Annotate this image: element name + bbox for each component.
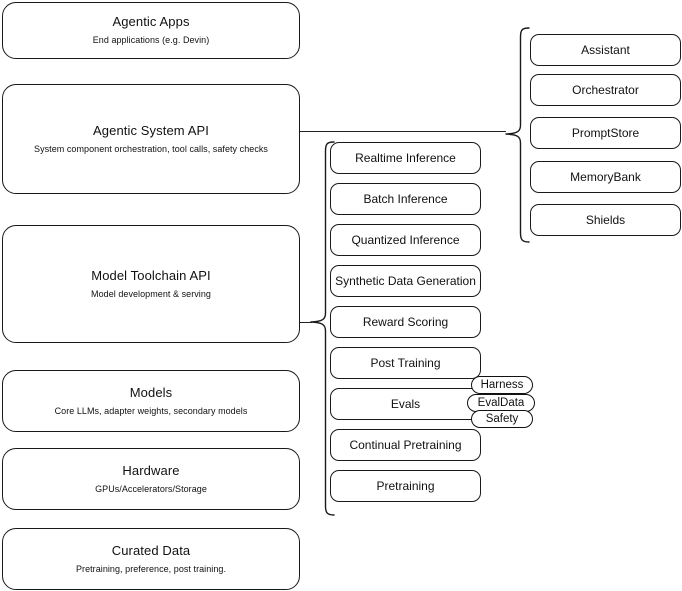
component-box-memorybank[interactable]: MemoryBank: [530, 161, 681, 193]
layer-subtitle: Pretraining, preference, post training.: [75, 563, 227, 574]
layer-title: Agentic System API: [93, 122, 209, 138]
component-label: Reward Scoring: [362, 315, 449, 329]
component-label: Evals: [390, 397, 421, 411]
component-label: Orchestrator: [572, 83, 639, 97]
component-box-evals[interactable]: Evals: [330, 388, 481, 420]
layer-box-hardware[interactable]: Hardware GPUs/Accelerators/Storage: [2, 448, 300, 510]
component-label: Assistant: [581, 43, 630, 57]
badge-harness[interactable]: Harness: [471, 376, 533, 394]
layer-box-agentic-system-api[interactable]: Agentic System API System component orch…: [2, 84, 300, 194]
component-box-quantized-inference[interactable]: Quantized Inference: [330, 224, 481, 256]
layer-title: Hardware: [122, 462, 180, 478]
component-box-orchestrator[interactable]: Orchestrator: [530, 74, 681, 106]
layer-box-agentic-apps[interactable]: Agentic Apps End applications (e.g. Devi…: [2, 2, 300, 59]
layer-subtitle: GPUs/Accelerators/Storage: [95, 483, 207, 494]
layer-subtitle: System component orchestration, tool cal…: [34, 143, 268, 154]
connector-system-api-to-components: [300, 131, 506, 132]
component-label: MemoryBank: [570, 170, 641, 184]
component-box-batch-inference[interactable]: Batch Inference: [330, 183, 481, 215]
component-box-reward-scoring[interactable]: Reward Scoring: [330, 306, 481, 338]
layer-subtitle: End applications (e.g. Devin): [92, 35, 210, 45]
component-label: Synthetic Data Generation: [335, 274, 476, 288]
component-label: Quantized Inference: [351, 233, 460, 247]
component-box-realtime-inference[interactable]: Realtime Inference: [330, 142, 481, 174]
badge-safety[interactable]: Safety: [471, 410, 533, 428]
component-label: Continual Pretraining: [349, 438, 462, 452]
layer-title: Model Toolchain API: [91, 267, 211, 283]
component-box-promptstore[interactable]: PromptStore: [530, 117, 681, 149]
component-label: Shields: [585, 213, 626, 227]
component-label: Pretraining: [376, 479, 435, 493]
component-label: Realtime Inference: [355, 151, 456, 165]
connector-toolchain-to-components: [300, 322, 312, 323]
component-label: PromptStore: [571, 126, 640, 140]
brace-toolchain-components: [310, 141, 336, 516]
component-box-assistant[interactable]: Assistant: [530, 34, 681, 66]
layer-box-models[interactable]: Models Core LLMs, adapter weights, secon…: [2, 370, 300, 432]
layer-title: Models: [129, 384, 173, 400]
layer-box-model-toolchain-api[interactable]: Model Toolchain API Model development & …: [2, 225, 300, 343]
brace-system-components: [505, 27, 531, 243]
component-box-continual-pretraining[interactable]: Continual Pretraining: [330, 429, 481, 461]
layer-title: Curated Data: [111, 542, 191, 558]
layer-title: Agentic Apps: [112, 14, 190, 29]
layer-subtitle: Model development & serving: [91, 288, 211, 299]
component-box-pretraining[interactable]: Pretraining: [330, 470, 481, 502]
layer-box-curated-data[interactable]: Curated Data Pretraining, preference, po…: [2, 528, 300, 590]
component-box-synthetic-data-generation[interactable]: Synthetic Data Generation: [330, 265, 481, 297]
layer-subtitle: Core LLMs, adapter weights, secondary mo…: [54, 405, 248, 416]
component-label: Batch Inference: [363, 192, 448, 206]
component-label: Post Training: [370, 356, 441, 370]
component-box-post-training[interactable]: Post Training: [330, 347, 481, 379]
badge-evaldata[interactable]: EvalData: [467, 394, 535, 412]
component-box-shields[interactable]: Shields: [530, 204, 681, 236]
